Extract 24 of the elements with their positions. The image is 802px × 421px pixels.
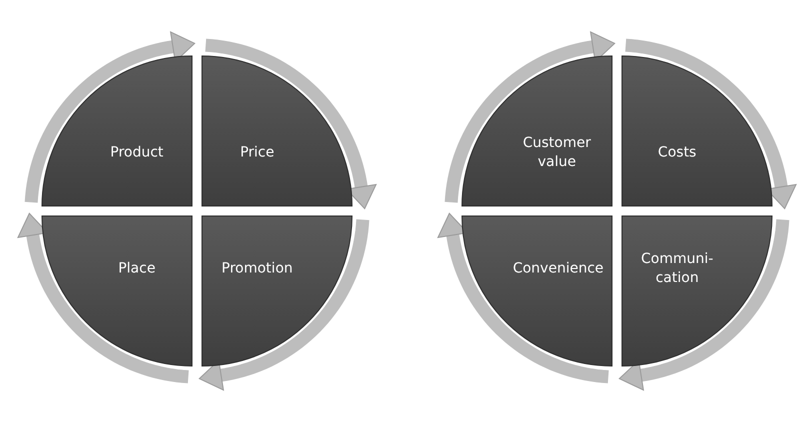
quadrant-label: Place (118, 260, 156, 278)
curved-arrow (204, 38, 377, 210)
quadrant-label: Communi-cation (640, 250, 714, 288)
quadrant-label: Price (240, 144, 274, 162)
quadrant-label: Promotion (222, 260, 293, 278)
curved-arrow (198, 218, 370, 391)
quadrant-wedge (462, 216, 612, 366)
quadrant-label: Product (110, 144, 164, 162)
quadrant-label: Customer value (522, 134, 591, 172)
curved-arrow (618, 218, 790, 391)
quadrant-wedge (202, 216, 352, 366)
curved-arrow (444, 31, 616, 204)
curved-arrow (24, 31, 196, 204)
quadrant-label: Convenience (512, 260, 601, 278)
quadrant-wedge (462, 56, 612, 206)
quadrant-wedge (202, 56, 352, 206)
curved-arrow (624, 38, 797, 210)
quadrant-wedge (622, 56, 772, 206)
curved-arrow (437, 212, 610, 384)
curved-arrow (17, 212, 190, 384)
quadrant-wedge (42, 216, 192, 366)
quadrant-wedge (42, 56, 192, 206)
quadrant-wedge (622, 216, 772, 366)
quadrant-label: Costs (658, 144, 696, 162)
